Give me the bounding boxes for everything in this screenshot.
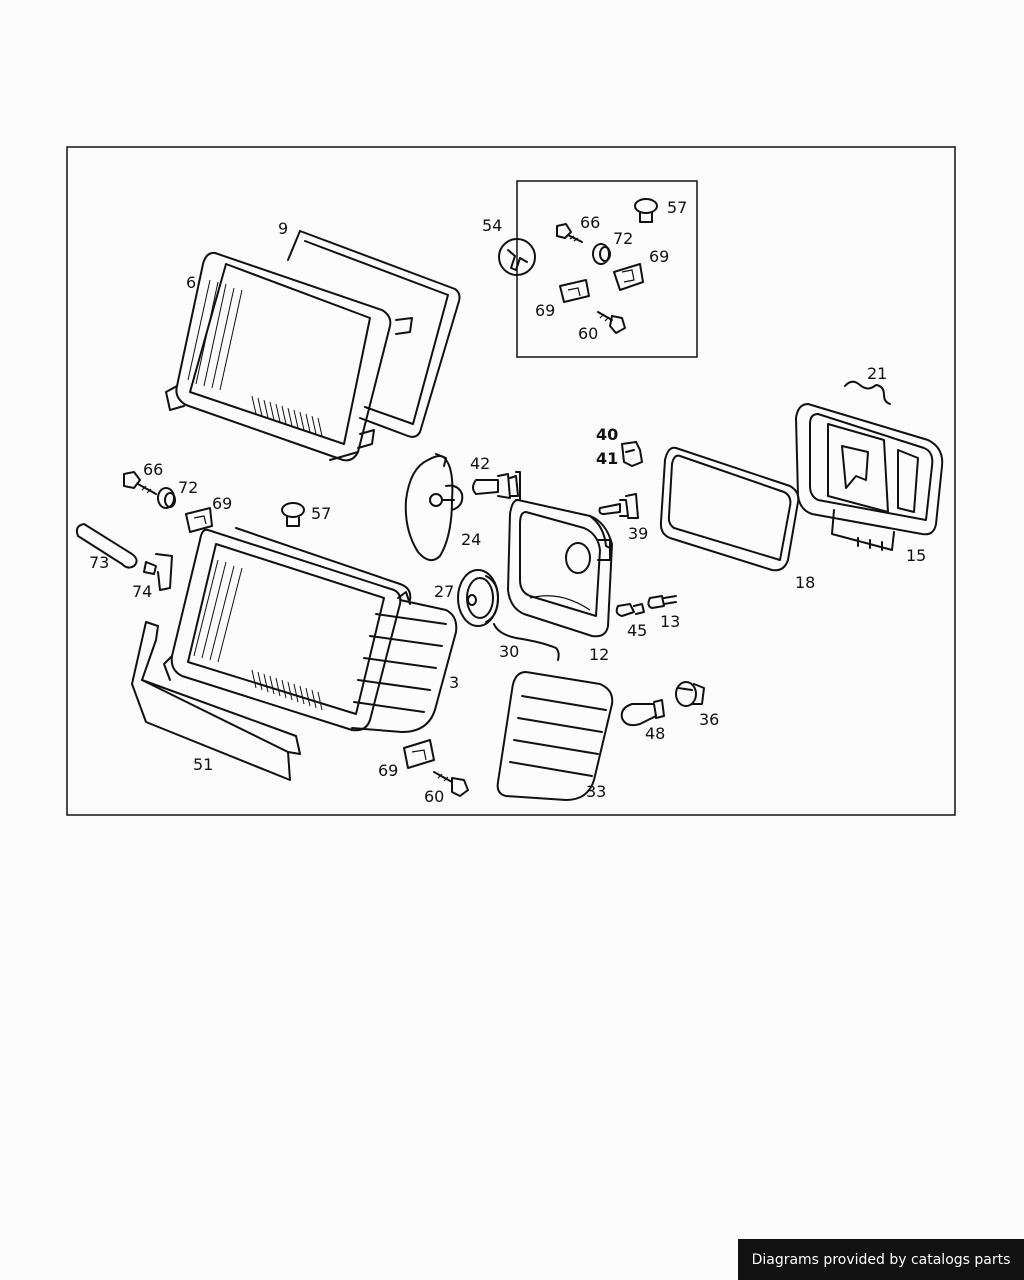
callout-48: 48 bbox=[645, 724, 665, 743]
callout-72-kit: 72 bbox=[613, 229, 633, 248]
callout-57-kit: 57 bbox=[667, 198, 687, 217]
part-headlamp-glass bbox=[165, 251, 392, 462]
callout-60-kit: 60 bbox=[578, 324, 598, 343]
part-connector-40-41 bbox=[621, 441, 643, 467]
part-cable-21 bbox=[844, 380, 891, 405]
callout-18: 18 bbox=[795, 573, 815, 592]
callout-36: 36 bbox=[699, 710, 719, 729]
part-seal bbox=[659, 446, 800, 572]
callout-72: 72 bbox=[178, 478, 198, 497]
part-socket bbox=[457, 569, 499, 627]
callout-9: 9 bbox=[278, 219, 288, 238]
callout-13: 13 bbox=[660, 612, 680, 631]
callout-39: 39 bbox=[628, 524, 648, 543]
part-screw-60-kit bbox=[597, 311, 626, 334]
part-bulb-48 bbox=[620, 699, 665, 727]
part-reflector bbox=[507, 499, 613, 638]
part-headlamp-unit bbox=[163, 527, 458, 733]
footer-credit: Diagrams provided by catalogs parts bbox=[738, 1239, 1024, 1280]
part-headlamp-housing bbox=[795, 403, 944, 551]
part-bulb-13 bbox=[647, 595, 677, 609]
part-gasket-frame bbox=[287, 230, 461, 438]
callout-69-kit-a: 69 bbox=[649, 247, 669, 266]
callout-69-lower: 69 bbox=[378, 761, 398, 780]
callout-21: 21 bbox=[867, 364, 887, 383]
part-clip-57 bbox=[281, 502, 305, 527]
part-clip-57-kit bbox=[634, 198, 658, 223]
diagram-frame bbox=[66, 146, 956, 816]
part-bracket-74 bbox=[143, 553, 173, 591]
part-bulb-45 bbox=[615, 603, 645, 617]
part-wire bbox=[493, 623, 560, 661]
callout-27: 27 bbox=[434, 582, 454, 601]
callout-66-kit: 66 bbox=[580, 213, 600, 232]
callout-73: 73 bbox=[89, 553, 109, 572]
part-nut-72 bbox=[157, 487, 176, 509]
callout-69: 69 bbox=[212, 494, 232, 513]
part-screw-60-lower bbox=[433, 771, 469, 797]
part-screw-66-kit bbox=[556, 223, 583, 243]
callout-41: 41 bbox=[596, 449, 618, 468]
callout-42: 42 bbox=[470, 454, 490, 473]
part-wrench-symbol bbox=[498, 238, 536, 276]
part-trim-strip bbox=[131, 621, 301, 781]
part-clip-69-lower bbox=[403, 739, 435, 769]
part-cover-cap bbox=[404, 453, 464, 562]
part-nut-72-kit bbox=[592, 243, 611, 265]
callout-60-lower: 60 bbox=[424, 787, 444, 806]
callout-40: 40 bbox=[596, 425, 618, 444]
part-sleeve bbox=[75, 523, 138, 569]
callout-24: 24 bbox=[461, 530, 481, 549]
callout-66: 66 bbox=[143, 460, 163, 479]
part-clip-69-kit-a bbox=[613, 263, 644, 291]
callout-12: 12 bbox=[589, 645, 609, 664]
callout-3: 3 bbox=[449, 673, 459, 692]
callout-30: 30 bbox=[499, 642, 519, 661]
callout-69-kit-b: 69 bbox=[535, 301, 555, 320]
callout-33: 33 bbox=[586, 782, 606, 801]
part-socket-36 bbox=[675, 681, 705, 707]
callout-15: 15 bbox=[906, 546, 926, 565]
callout-57: 57 bbox=[311, 504, 331, 523]
part-bulb-42 bbox=[472, 471, 521, 501]
callout-45: 45 bbox=[627, 621, 647, 640]
callout-51: 51 bbox=[193, 755, 213, 774]
part-turn-signal-lens bbox=[496, 671, 614, 801]
part-clip-69-kit-b bbox=[559, 279, 590, 303]
callout-74: 74 bbox=[132, 582, 152, 601]
callout-6: 6 bbox=[186, 273, 196, 292]
part-clip-69 bbox=[185, 507, 213, 533]
part-screw-66 bbox=[123, 471, 157, 495]
part-bulb-39 bbox=[598, 493, 639, 519]
callout-54: 54 bbox=[482, 216, 502, 235]
